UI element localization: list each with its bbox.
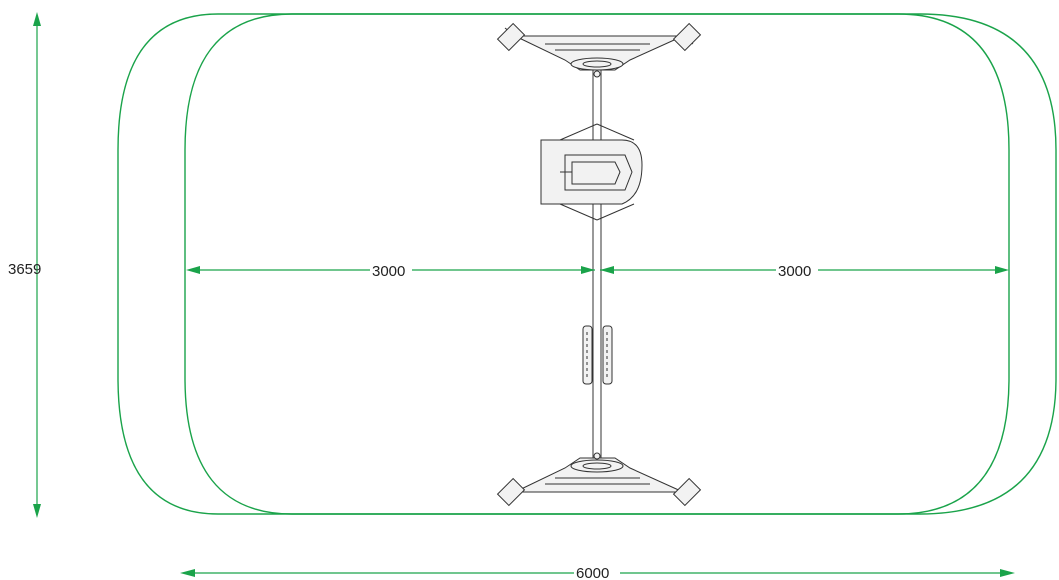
bottom-base [496,452,702,507]
seat [540,123,643,221]
half-left-label: 3000 [372,263,405,280]
height-arrow-top [33,12,41,26]
height-label: 3659 [8,261,41,278]
height-arrow-bottom [33,504,41,518]
total-width-label: 6000 [576,565,609,580]
safety-zone-outer [117,13,1057,515]
top-base [496,22,702,78]
playground-equipment [496,22,702,507]
safety-zone-inner [184,13,1010,515]
half-right-label: 3000 [778,263,811,280]
safety-zone [117,13,1057,515]
handles [582,325,613,385]
dimension-lines [33,12,1015,577]
